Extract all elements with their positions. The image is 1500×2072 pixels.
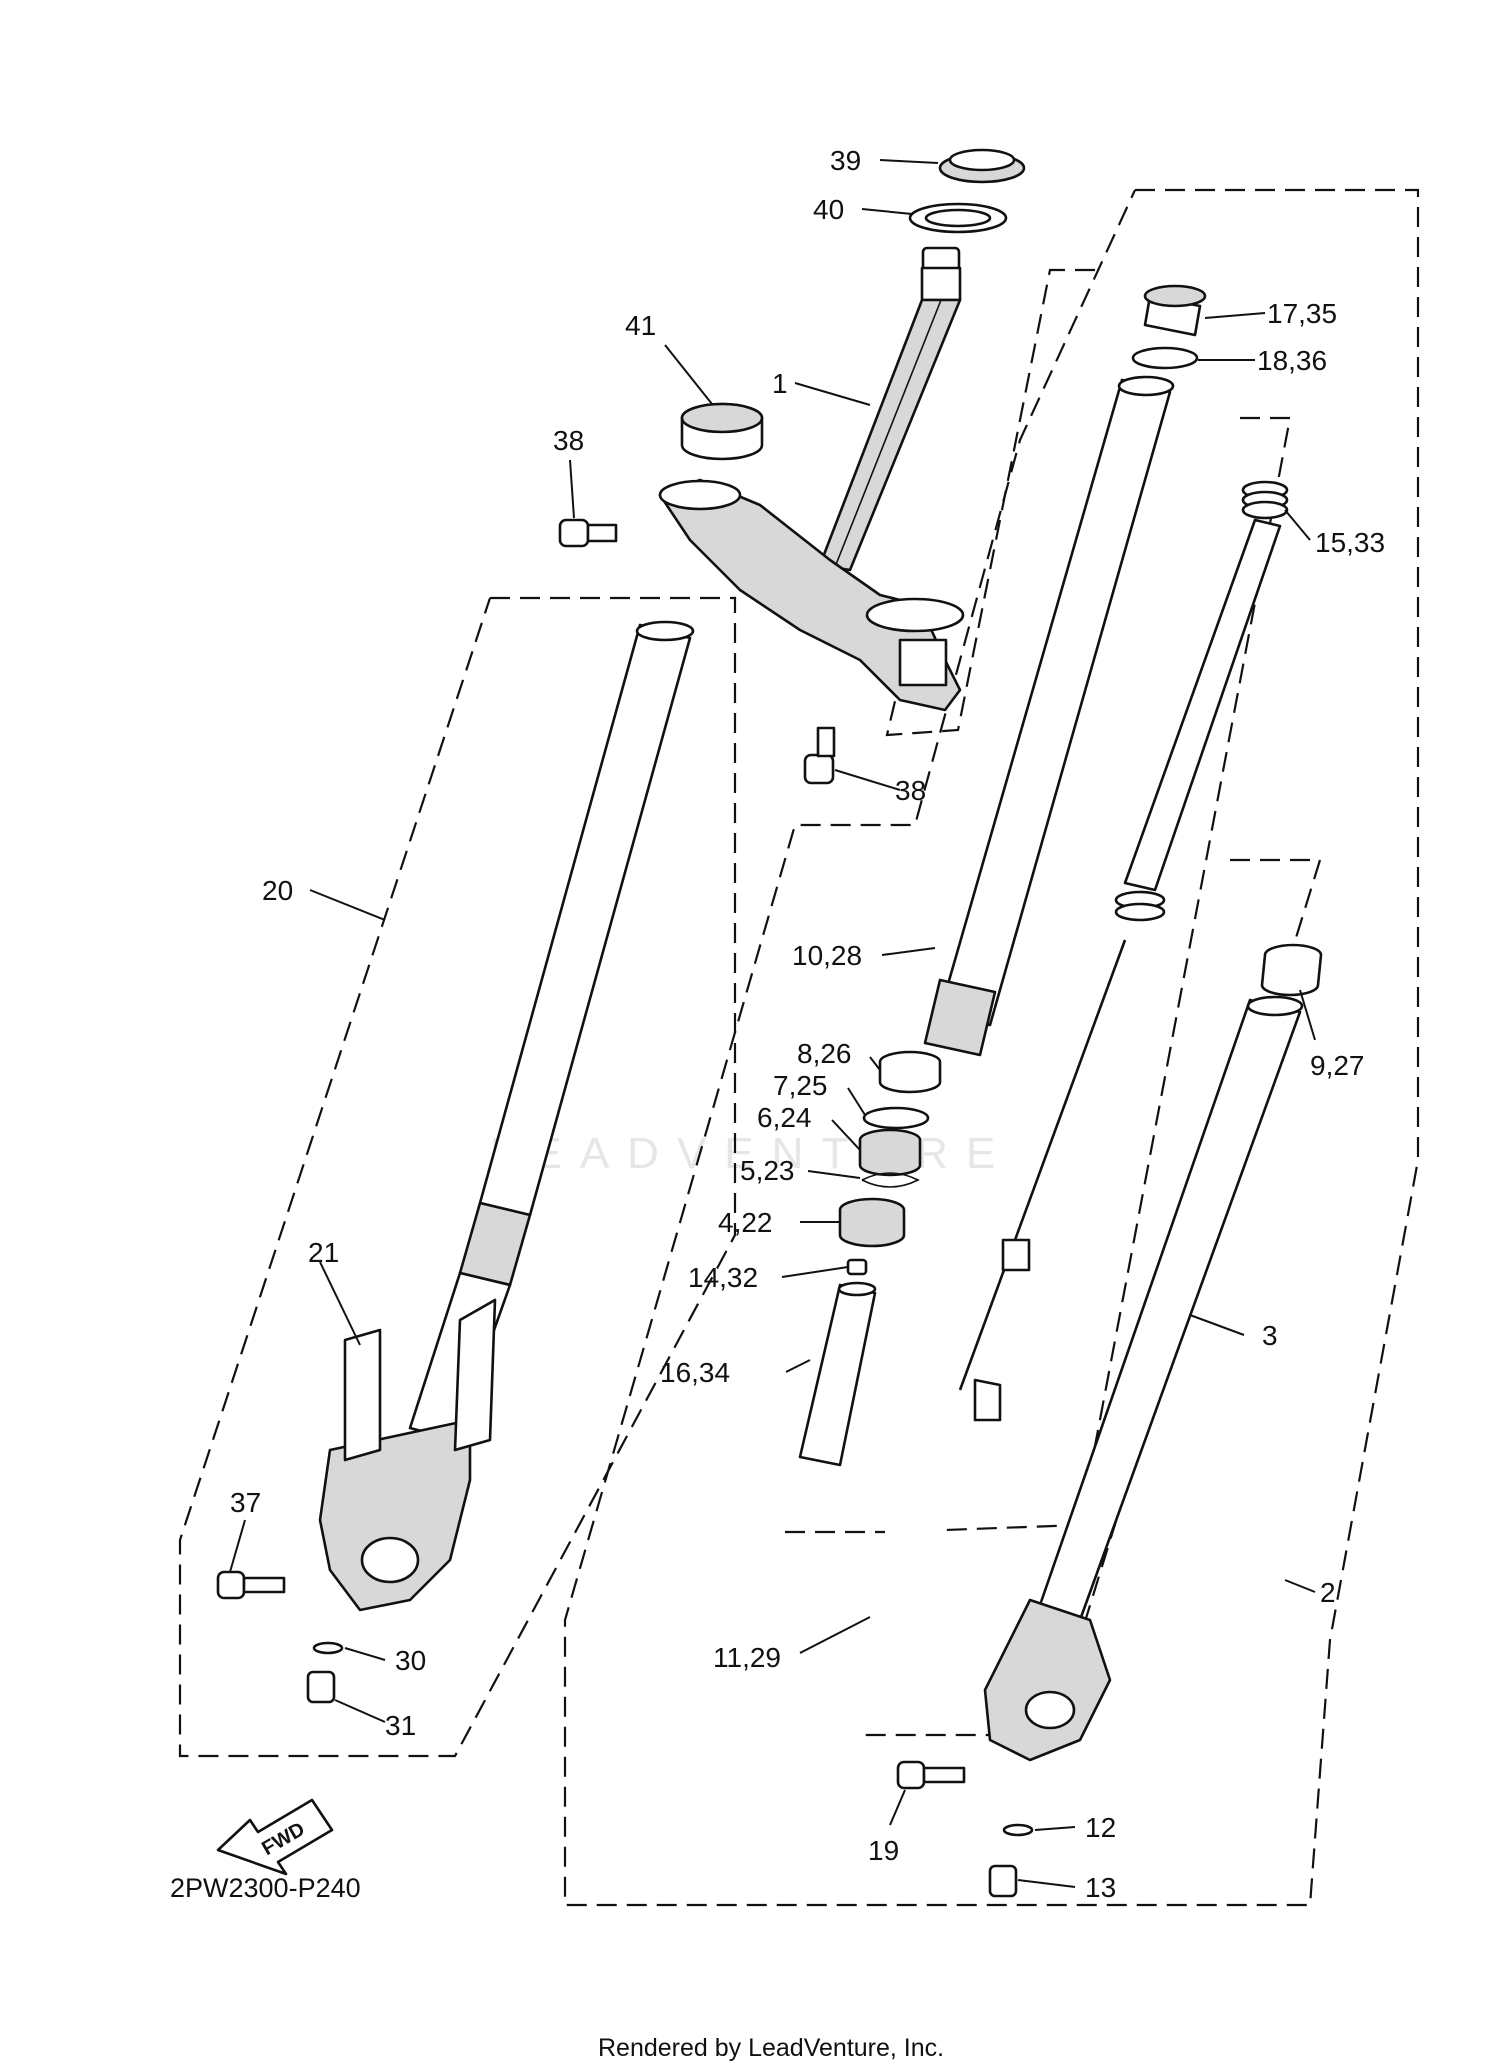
callout-19: 19 — [868, 1835, 899, 1866]
callout-41: 41 — [625, 310, 656, 341]
left-pinch-bolt — [306, 1670, 336, 1704]
callout-38-lower: 38 — [895, 775, 926, 806]
callout-9-27: 9,27 — [1310, 1050, 1365, 1081]
cap-oring — [1131, 346, 1199, 370]
inner-tube-group-outline — [885, 268, 1095, 737]
callout-20: 20 — [262, 875, 293, 906]
footer-credit: Rendered by LeadVenture, Inc. — [598, 2034, 944, 2062]
outer-tube-bushing — [1260, 943, 1323, 997]
stem-bearing — [938, 148, 1026, 184]
stem-nut — [680, 402, 764, 461]
lower-bracket — [658, 478, 965, 712]
callout-18-36: 18,36 — [1257, 345, 1327, 376]
callout-31: 31 — [385, 1710, 416, 1741]
callout-6-24: 6,24 — [757, 1102, 812, 1133]
callout-2: 2 — [1320, 1577, 1336, 1608]
stem-seal — [908, 202, 1008, 234]
callout-21: 21 — [308, 1237, 339, 1268]
callout-17-35: 17,35 — [1267, 298, 1337, 329]
cartridge-tube — [798, 1281, 877, 1467]
callout-13: 13 — [1085, 1872, 1116, 1903]
callout-4-22: 4,22 — [718, 1207, 773, 1238]
fork-spring — [1114, 480, 1289, 922]
callout-labels: 39 40 41 1 38 38 17,35 18,36 15,33 20 10… — [230, 145, 1385, 1903]
steering-stem — [818, 246, 962, 572]
callout-10-28: 10,28 — [792, 940, 862, 971]
spring-group-outline — [944, 416, 1292, 1532]
diagram-code: 2PW2300-P240 — [170, 1873, 361, 1903]
callout-8-26: 8,26 — [797, 1038, 852, 1069]
callout-14-32: 14,32 — [688, 1262, 758, 1293]
fork-cap-bolt — [1143, 284, 1207, 337]
seal-stack — [838, 1050, 942, 1276]
clamp-bolt-lower — [803, 726, 836, 785]
right-outer-tube — [983, 995, 1304, 1762]
right-inner-tube — [923, 375, 1175, 1057]
callout-40: 40 — [813, 194, 844, 225]
left-axle-bolt — [216, 1570, 286, 1600]
callout-3: 3 — [1262, 1320, 1278, 1351]
callout-12: 12 — [1085, 1812, 1116, 1843]
callout-37: 37 — [230, 1487, 261, 1518]
right-washer — [1002, 1823, 1034, 1837]
damper-rod — [958, 939, 1127, 1422]
callout-16-34: 16,34 — [660, 1357, 730, 1388]
left-fork-assembly — [318, 620, 695, 1612]
callout-30: 30 — [395, 1645, 426, 1676]
damper-group-outline — [865, 858, 1322, 1737]
callout-7-25: 7,25 — [773, 1070, 828, 1101]
callout-38-upper: 38 — [553, 425, 584, 456]
right-axle-bolt — [896, 1760, 966, 1790]
callout-1: 1 — [772, 368, 788, 399]
clamp-bolt-upper — [558, 518, 618, 548]
callout-5-23: 5,23 — [740, 1155, 795, 1186]
callout-15-33: 15,33 — [1315, 527, 1385, 558]
leader-lines — [229, 159, 1316, 1888]
callout-11-29: 11,29 — [713, 1642, 781, 1673]
left-fork-assembly-outline — [178, 596, 737, 1758]
left-washer — [312, 1641, 344, 1655]
callout-39: 39 — [830, 145, 861, 176]
right-pinch-bolt — [988, 1864, 1018, 1898]
fwd-arrow-icon: FWD — [216, 1798, 334, 1876]
